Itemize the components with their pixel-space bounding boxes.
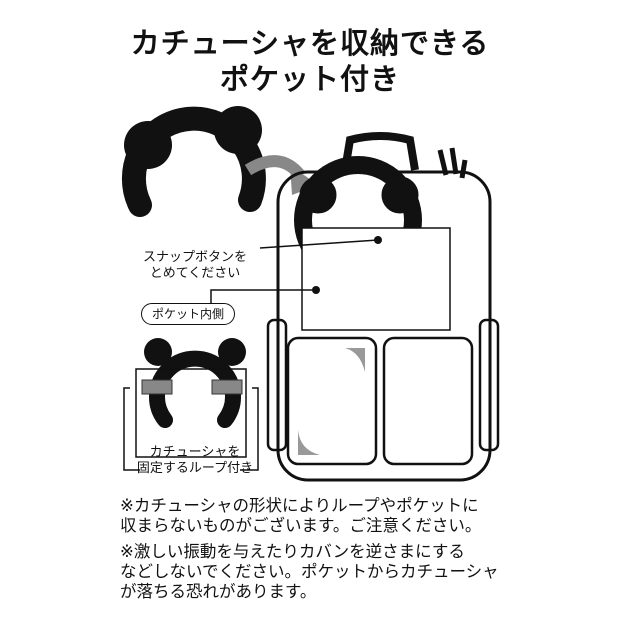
loop-label-line-1: カチューシャを (149, 445, 241, 460)
title-line-2: ポケット付き (219, 62, 400, 96)
snap-button-label: スナップボタンを とめてください (135, 250, 255, 282)
title-line-1: カチューシャを収納できる (130, 26, 490, 60)
note-1: ※カチューシャの形状によりループやポケットに 収まらないものがございます。ご注意… (120, 496, 481, 536)
note-2-line-2: などしないでください。ポケットからカチューシャ (120, 562, 499, 581)
headband-illustration (121, 106, 266, 217)
note-2-line-1: ※激しい振動を与えたりカバンを逆さまにする (120, 542, 465, 561)
note-2-line-3: が落ちる恐れがあります。 (120, 582, 317, 601)
note-1-line-2: 収まらないものがございます。ご注意ください。 (120, 516, 482, 535)
note-1-line-1: ※カチューシャの形状によりループやポケットに (120, 496, 479, 515)
snap-label-line-2: とめてください (149, 266, 241, 281)
snap-label-line-1: スナップボタンを (142, 250, 247, 265)
loop-label: カチューシャを 固定するループ付き (130, 445, 260, 477)
loop-detail-illustration (123, 338, 259, 471)
loop-label-line-2: 固定するループ付き (136, 461, 254, 476)
pocket-inside-badge: ポケット内側 (141, 303, 235, 325)
backpack (266, 132, 500, 482)
note-2: ※激しい振動を与えたりカバンを逆さまにする などしないでください。ポケットからカ… (120, 542, 499, 602)
